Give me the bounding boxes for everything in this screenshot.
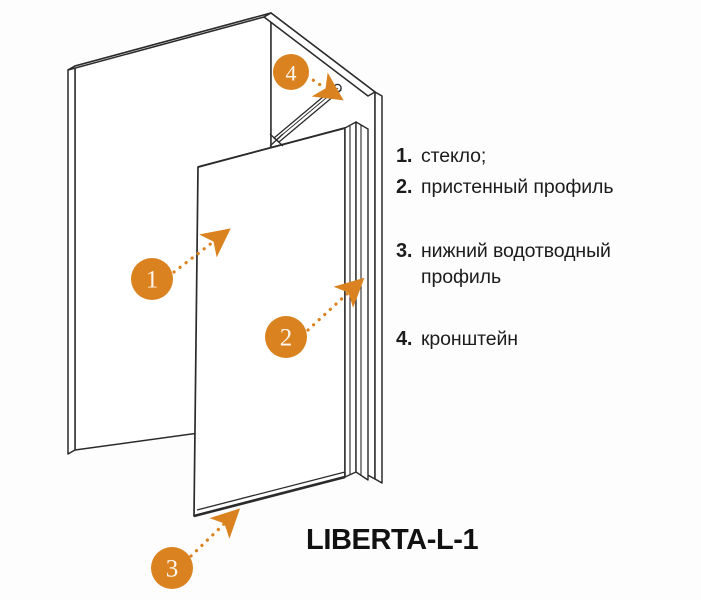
marker-3-circle[interactable] [151,547,193,589]
marker-3-label: 3 [166,556,179,583]
model-title: LIBERTA-L-1 [306,524,479,556]
legend-item-3-number: 3. [396,239,413,262]
legend-item-2-label: пристенный профиль [421,175,614,198]
legend-item-3: 3. нижний водотводный профиль [396,239,696,291]
leader-lines [172,72,365,558]
glass-panel [193,127,346,517]
leader-line-3 [189,508,241,558]
marker-3[interactable]: 3 [151,547,193,589]
marker-4[interactable]: 4 [273,54,309,90]
marker-2-label: 2 [280,325,293,352]
legend-item-3-label: нижний водотводный профиль [421,239,611,288]
legend-item-2: 2. пристенный профиль [396,175,696,201]
legend-item-4: 4. кронштейн [396,327,696,353]
legend-item-1: 1. стекло; [396,144,696,170]
marker-2[interactable]: 2 [265,316,307,358]
legend-item-2-number: 2. [396,175,413,198]
marker-4-label: 4 [286,61,297,86]
legend-item-1-number: 1. [396,145,413,167]
leader-line-1 [172,228,231,274]
wall-profile [344,121,369,481]
marker-1-label: 1 [146,267,159,294]
legend-item-1-label: стекло; [421,145,487,167]
marker-1-circle[interactable] [131,258,173,300]
glass-top-edge [197,127,346,168]
marker-4-circle[interactable] [273,54,309,90]
marker-1[interactable]: 1 [131,258,173,300]
parts-legend: 1. стекло; 2. пристенный профиль 3. нижн… [396,144,696,353]
legend-item-4-number: 4. [396,327,413,350]
marker-2-circle[interactable] [265,316,307,358]
leader-line-2 [306,277,365,332]
legend-item-4-label: кронштейн [421,327,518,350]
